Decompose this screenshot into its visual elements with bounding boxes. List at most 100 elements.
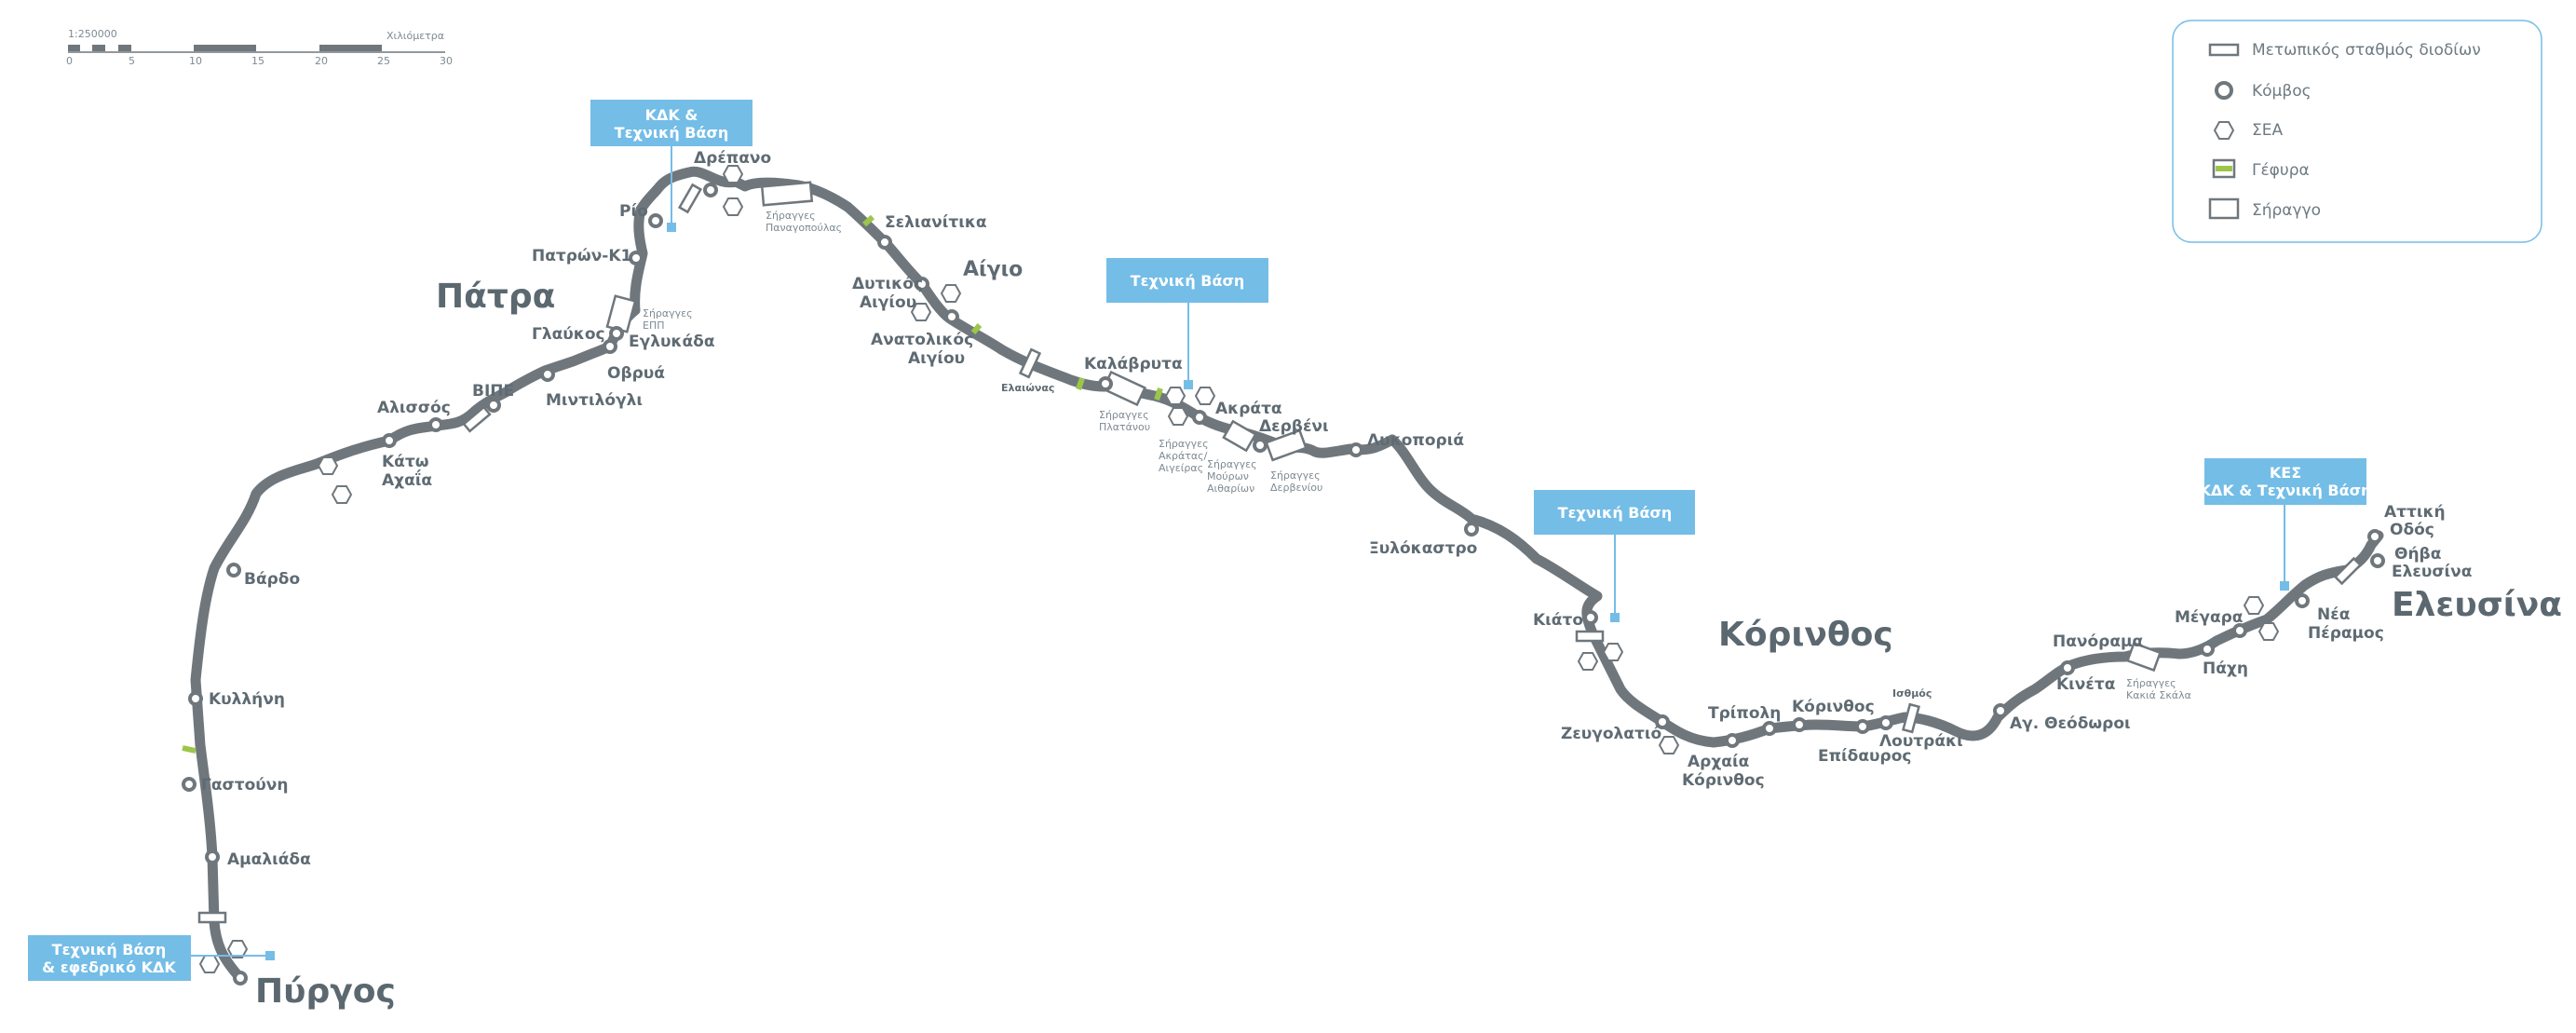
label-alissos: Αλισσός — [377, 399, 451, 417]
toll-icon — [1018, 347, 1042, 379]
node-ovrya — [540, 367, 555, 382]
base-kiato — [1534, 490, 1695, 535]
tunnel-icon — [605, 294, 637, 333]
node-labels: Ρίο Δρέπανο Πατρών-Κ1 Γλαύκος Εγλυκάδα Ο… — [201, 149, 2472, 869]
toll-stations — [197, 183, 2363, 924]
scale-tick-10: 10 — [189, 55, 202, 67]
label-vipe: ΒΙΠΕ — [472, 382, 514, 401]
technical-bases: ΚΔΚ & Τεχνική Βάση Τεχνική Βάση Τεχνική … — [28, 100, 2371, 981]
node-tripoli — [1762, 721, 1777, 736]
label-tun-akr-3: Αιγείρας — [1159, 462, 1203, 474]
label-attiki-1: Αττική — [2384, 503, 2446, 522]
node-attiki — [2367, 529, 2382, 544]
label-tun-akr-2: Ακράτας/ — [1159, 450, 1208, 462]
legend-bridge: Γέφυρα — [2252, 161, 2310, 180]
label-tun-der-2: Δερβενίου — [1270, 482, 1322, 494]
label-nea-1: Νέα — [2317, 605, 2350, 624]
sea-icon — [1602, 643, 1624, 661]
node-amaliada — [205, 850, 220, 864]
base-elefsina-line1: ΚΕΣ — [2270, 464, 2301, 482]
node-megara — [2232, 623, 2247, 638]
base-pyrgos-line2: & εφεδρικό ΚΔΚ — [42, 958, 176, 976]
label-korinthos: Κόρινθος — [1792, 698, 1875, 716]
node-pyrgos — [233, 971, 248, 985]
label-derveni: Δερβένι — [1259, 417, 1329, 436]
label-rio: Ρίο — [619, 202, 648, 221]
scale-tick-5: 5 — [129, 55, 135, 67]
scale-ratio: 1:250000 — [68, 28, 117, 40]
node-epidavros — [1855, 719, 1870, 734]
node-lykoporia — [1349, 442, 1363, 457]
label-thiva-2: Ελευσίνα — [2392, 563, 2472, 581]
node-vipe-west — [428, 417, 443, 432]
node-rio — [648, 213, 663, 228]
sea-icon — [2243, 596, 2265, 615]
sea-icon — [722, 197, 744, 216]
toll-icon — [677, 183, 703, 214]
label-archaia-1: Αρχαία — [1688, 753, 1749, 771]
label-dytikos-1: Δυτικός — [852, 275, 923, 293]
node-vardo — [226, 563, 241, 578]
label-anatolikos-2: Αιγίου — [908, 349, 965, 368]
nodes — [182, 183, 2385, 985]
legend-toll: Μετωπικός σταθμός διοδίων — [2252, 41, 2481, 60]
label-dytikos-2: Αιγίου — [860, 293, 916, 312]
label-tripoli: Τρίπολη — [1708, 704, 1781, 723]
label-vardo: Βάρδο — [244, 570, 300, 589]
label-kato-achaia-1: Κάτω — [382, 453, 429, 471]
sea-icon — [1167, 407, 1189, 426]
tunnel-icon — [2208, 197, 2240, 220]
node-archaia — [1725, 733, 1740, 748]
node-glafkos — [609, 326, 624, 341]
toll-icon — [2333, 556, 2363, 586]
label-kalavryta: Καλάβρυτα — [1084, 355, 1183, 374]
label-zevgolatio: Ζευγολατιό — [1561, 725, 1661, 743]
toll-icon — [462, 405, 492, 433]
label-tun-mou-3: Αιθαρίων — [1207, 483, 1254, 495]
tunnel-icon — [2125, 641, 2162, 673]
city-labels: Πάτρα Αίγιο Κόρινθος Ελευσίνα Πύργος — [255, 258, 2562, 1011]
bridges — [182, 214, 1163, 754]
node-eglykada — [603, 339, 617, 354]
label-kiato: Κιάτο — [1533, 611, 1583, 630]
tunnel-icon — [760, 181, 814, 207]
node-pachi — [2200, 642, 2215, 657]
tunnels — [605, 181, 2162, 673]
label-eleonas: Ελαιώνας — [1001, 382, 1054, 394]
label-tun-der-1: Σήραγγες — [1270, 469, 1321, 482]
sea-icon — [317, 456, 339, 475]
label-lykoporia: Λυκοποριά — [1367, 431, 1464, 450]
city-patra: Πάτρα — [436, 278, 555, 316]
label-tun-mou-1: Σήραγγες — [1207, 458, 1257, 470]
base-kdk-rio-line1: ΚΔΚ & — [645, 106, 698, 124]
label-glafkos: Γλαύκος — [532, 325, 605, 344]
scale-tick-25: 25 — [377, 55, 390, 67]
city-elefsina: Ελευσίνα — [2392, 586, 2562, 624]
label-epidavros: Επίδαυρος — [1818, 747, 1911, 766]
node-kyllini — [188, 691, 203, 706]
node-loutraki — [1878, 715, 1893, 730]
sea-icon — [2213, 121, 2235, 140]
label-patron-k1: Πατρών-Κ1 — [532, 247, 631, 265]
label-tun-pan-1: Σήραγγες — [766, 210, 816, 222]
node-kalavryta — [1098, 376, 1113, 391]
tunnel-icon — [1265, 428, 1308, 462]
base-elefsina-line2: ΚΔΚ & Τεχνική Βάση — [2200, 482, 2372, 499]
toll-icon — [1575, 630, 1605, 643]
node-zevgolatio — [1655, 714, 1670, 729]
sea-icon — [331, 485, 353, 504]
label-drepano: Δρέπανο — [694, 149, 771, 168]
label-tun-epp-2: ΕΠΠ — [643, 319, 665, 332]
sea-icon — [1577, 652, 1599, 671]
sea-icon — [226, 940, 249, 958]
label-nea-2: Πέραμος — [2308, 624, 2384, 643]
scale-tick-30: 30 — [440, 55, 453, 67]
sea-icon — [1194, 387, 1216, 405]
city-korinthos: Κόρινθος — [1718, 616, 1893, 654]
sea-icon — [910, 303, 932, 321]
node-kineta — [2060, 660, 2075, 675]
scale-tick-20: 20 — [315, 55, 328, 67]
toll-icon — [197, 911, 227, 924]
label-attiki-2: Οδός — [2390, 521, 2434, 539]
